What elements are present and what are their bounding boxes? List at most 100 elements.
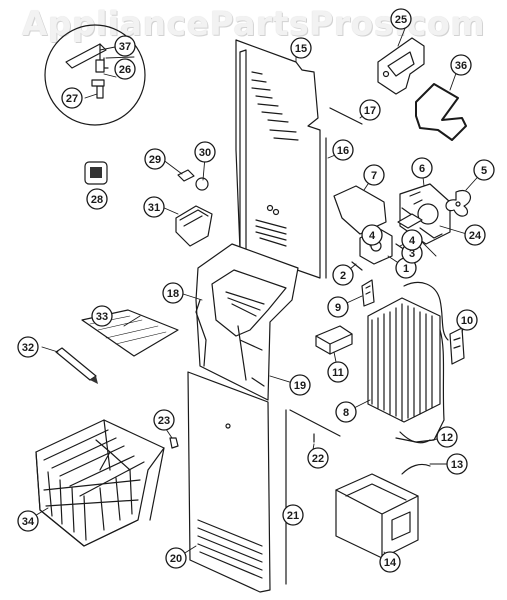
callout-label: 24 [469,230,482,242]
callout-10: 10 [456,309,478,331]
callout-circle [436,426,458,448]
callout-circle [332,264,354,286]
callout-label: 5 [481,165,487,177]
middle-duct [195,243,299,401]
callout-circle [143,196,165,218]
lower-panel [187,371,271,593]
callout-circle [359,99,381,121]
callout-label: 15 [295,43,307,55]
callout-label: 6 [419,163,425,175]
callout-circle [91,305,113,327]
callout-label: 18 [167,288,179,300]
part-9-clip [361,279,375,307]
callout-label: 9 [335,302,341,314]
callout-label: 37 [119,41,131,53]
callout-18: 18 [162,282,184,304]
callout-circle [86,188,108,210]
callout-label: 10 [461,315,473,327]
part-13-wire [401,463,431,475]
callout-circle [401,229,423,251]
callout-circle [114,58,136,80]
part-25-bracket [377,37,425,95]
callout-13: 13 [446,453,468,475]
callout-circle [165,547,187,569]
part-29-30-shape [177,169,209,191]
callout-4: 4 [361,224,383,246]
callout-26: 26 [114,58,136,80]
callout-4: 4 [401,229,423,251]
callout-label: 7 [371,170,377,182]
callout-circle [61,87,83,109]
callout-33: 33 [91,305,113,327]
callout-24: 24 [464,224,486,246]
part-34-basket [35,419,165,547]
callout-28: 28 [86,188,108,210]
callout-label: 4 [409,235,416,247]
part-7-cover [333,185,387,235]
callout-circle [361,224,383,246]
callout-16: 16 [332,139,354,161]
callout-12: 12 [436,426,458,448]
callout-label: 20 [170,553,182,565]
part-5-fan [445,190,472,217]
callout-label: 36 [455,60,467,72]
callout-circle [411,157,433,179]
callout-circle [456,309,478,331]
callout-22: 22 [307,447,329,469]
callout-label: 19 [294,380,306,392]
callout-label: 1 [403,263,409,275]
callout-circle [17,336,39,358]
callout-label: 2 [340,270,346,282]
callout-23: 23 [153,409,175,431]
callout-circle [327,361,349,383]
callout-circle [290,37,312,59]
callout-21: 21 [282,504,304,526]
part-8-evaporator [367,281,449,444]
callout-label: 27 [66,93,78,105]
callout-label: 13 [451,459,463,471]
callout-label: 30 [199,147,211,159]
callout-label: 31 [148,202,160,214]
callout-circle [379,551,401,573]
callout-circle [282,504,304,526]
callout-29: 29 [144,148,166,170]
callout-circle [363,164,385,186]
part-28-shape [84,161,108,185]
callout-label: 3 [409,248,415,260]
part-32-rod [55,347,98,384]
part-36-harness [415,83,467,141]
callout-label: 32 [22,342,34,354]
part-3-24-shape [397,213,443,239]
callout-19: 19 [289,374,311,396]
part-11-block [315,325,353,355]
callout-label: 16 [337,145,349,157]
callout-2: 2 [332,264,354,286]
callout-circle [114,35,136,57]
callout-36: 36 [450,54,472,76]
callout-label: 17 [364,105,376,117]
callout-label: 22 [312,453,324,465]
callout-label: 8 [343,407,349,419]
callout-circle [153,409,175,431]
callout-label: 14 [384,557,397,569]
callout-circle [473,159,495,181]
callout-label: 25 [395,14,407,26]
callout-label: 29 [149,154,161,166]
callout-30: 30 [194,141,216,163]
part-10-clip [449,327,465,365]
callout-circle [332,139,354,161]
callout-circle [446,453,468,475]
inset-detail [44,24,146,126]
callout-label: 21 [287,510,299,522]
callout-label: 34 [22,516,35,528]
callout-8: 8 [335,401,357,423]
callout-9: 9 [327,296,349,318]
callout-circle [144,148,166,170]
callout-11: 11 [327,361,349,383]
callout-circle [327,296,349,318]
callout-circle [307,447,329,469]
callout-circle [335,401,357,423]
callout-5: 5 [473,159,495,181]
